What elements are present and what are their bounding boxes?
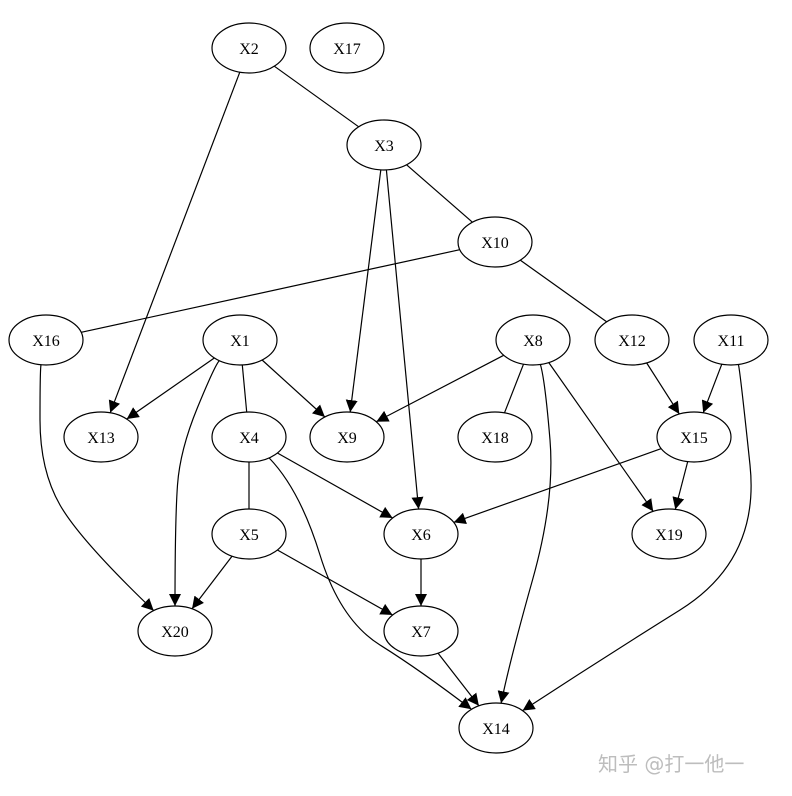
node-label: X4 bbox=[239, 430, 259, 447]
node-ellipse bbox=[202, 314, 278, 366]
edge-x15-x19 bbox=[672, 461, 689, 510]
node-ellipse bbox=[346, 119, 422, 171]
node-label: X3 bbox=[374, 138, 394, 155]
node-ellipse bbox=[137, 605, 213, 657]
node-x4: X4 bbox=[211, 411, 287, 463]
node-label: X16 bbox=[32, 333, 60, 350]
node-ellipse bbox=[63, 411, 139, 463]
node-x13: X13 bbox=[63, 411, 139, 463]
node-x7: X7 bbox=[383, 605, 459, 657]
node-ellipse bbox=[457, 411, 533, 463]
node-x12: X12 bbox=[594, 314, 670, 366]
node-x9: X9 bbox=[309, 411, 385, 463]
node-x19: X19 bbox=[631, 508, 707, 560]
node-ellipse bbox=[458, 702, 534, 754]
edge-x8-x19 bbox=[548, 362, 654, 512]
node-ellipse bbox=[594, 314, 670, 366]
node-x15: X15 bbox=[656, 411, 732, 463]
node-label: X1 bbox=[230, 333, 250, 350]
edge-x4-x14 bbox=[268, 457, 472, 710]
edge-x10-x16 bbox=[81, 249, 460, 333]
node-x18: X18 bbox=[457, 411, 533, 463]
node-ellipse bbox=[383, 508, 459, 560]
node-label: X7 bbox=[411, 624, 431, 641]
node-label: X6 bbox=[411, 527, 431, 544]
edge-x4-x6 bbox=[277, 452, 393, 519]
edge-x8-x9 bbox=[376, 354, 504, 423]
edge-x2-x3 bbox=[273, 65, 360, 128]
node-label: X5 bbox=[239, 527, 259, 544]
node-ellipse bbox=[495, 314, 571, 366]
node-x11: X11 bbox=[693, 314, 769, 366]
edge-x12-x15 bbox=[646, 362, 680, 415]
edge-x8-x18 bbox=[503, 363, 525, 414]
node-ellipse bbox=[309, 411, 385, 463]
node-ellipse bbox=[309, 22, 385, 74]
node-label: X20 bbox=[161, 624, 189, 641]
node-ellipse bbox=[631, 508, 707, 560]
node-x20: X20 bbox=[137, 605, 213, 657]
node-label: X12 bbox=[618, 333, 646, 350]
edge-x1-x13 bbox=[126, 357, 215, 420]
edge-x2-x13 bbox=[108, 71, 241, 414]
node-label: X11 bbox=[718, 333, 745, 350]
node-ellipse bbox=[211, 22, 287, 74]
edge-x11-x15 bbox=[701, 363, 723, 414]
node-x16: X16 bbox=[8, 314, 84, 366]
node-label: X14 bbox=[482, 721, 510, 738]
edge-x3-x10 bbox=[406, 164, 473, 223]
node-x2: X2 bbox=[211, 22, 287, 74]
node-label: X8 bbox=[523, 333, 543, 350]
edge-x16-x20 bbox=[39, 364, 155, 612]
edges-layer bbox=[39, 65, 752, 712]
node-label: X19 bbox=[655, 527, 683, 544]
node-ellipse bbox=[656, 411, 732, 463]
node-ellipse bbox=[693, 314, 769, 366]
edge-x1-x9 bbox=[261, 359, 326, 418]
edge-x8-x14 bbox=[497, 364, 552, 704]
edge-x5-x7 bbox=[277, 549, 393, 616]
node-x14: X14 bbox=[458, 702, 534, 754]
node-ellipse bbox=[211, 411, 287, 463]
node-x10: X10 bbox=[457, 216, 533, 268]
node-label: X18 bbox=[481, 430, 509, 447]
node-x3: X3 bbox=[346, 119, 422, 171]
edge-x1-x4 bbox=[241, 364, 248, 413]
node-ellipse bbox=[457, 216, 533, 268]
edge-x10-x12 bbox=[520, 259, 607, 323]
edge-x3-x9 bbox=[345, 169, 382, 413]
edge-x3-x6 bbox=[385, 169, 424, 510]
node-x5: X5 bbox=[211, 508, 287, 560]
node-x6: X6 bbox=[383, 508, 459, 560]
node-label: X15 bbox=[680, 430, 708, 447]
watermark: 知乎 @打一他一 bbox=[598, 752, 745, 776]
edge-x5-x20 bbox=[191, 555, 233, 610]
node-ellipse bbox=[8, 314, 84, 366]
node-label: X13 bbox=[87, 430, 115, 447]
edge-x15-x6 bbox=[453, 448, 662, 525]
edge-x7-x14 bbox=[437, 652, 480, 707]
node-label: X9 bbox=[337, 430, 357, 447]
node-label: X2 bbox=[239, 41, 259, 58]
edge-x11-x14 bbox=[522, 364, 752, 712]
node-x17: X17 bbox=[309, 22, 385, 74]
node-label: X17 bbox=[333, 41, 361, 58]
node-x1: X1 bbox=[202, 314, 278, 366]
node-ellipse bbox=[383, 605, 459, 657]
node-x8: X8 bbox=[495, 314, 571, 366]
edge-x1-x20 bbox=[169, 360, 220, 607]
node-label: X10 bbox=[481, 235, 509, 252]
node-ellipse bbox=[211, 508, 287, 560]
